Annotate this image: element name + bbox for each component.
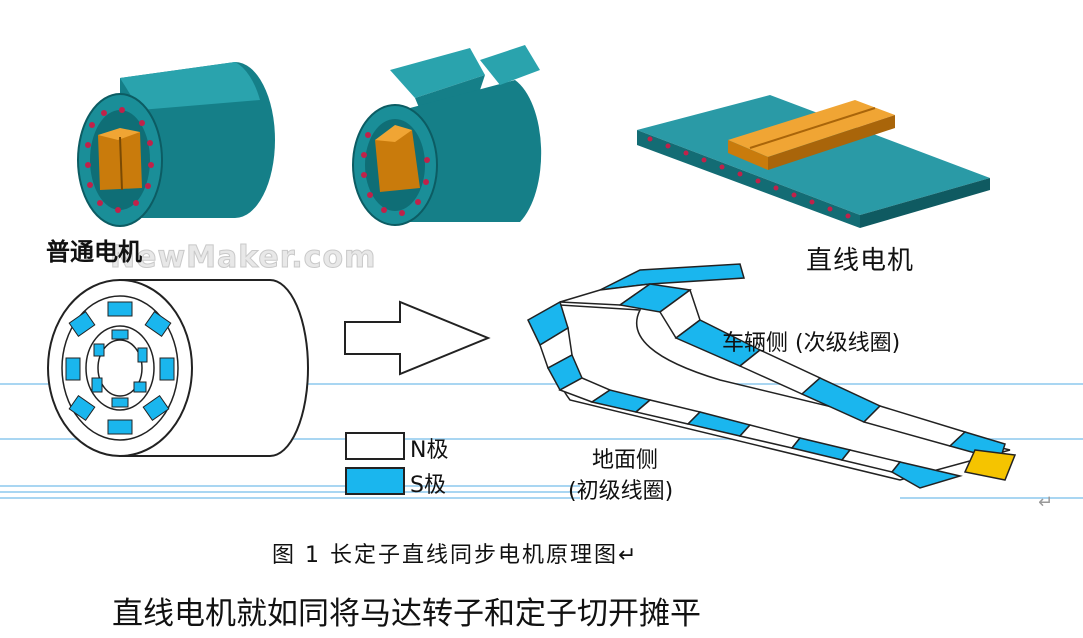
background-line	[0, 438, 1083, 440]
background-line	[0, 497, 580, 499]
label-ground-side: 地面侧	[592, 448, 659, 473]
label-vehicle-side: 车辆侧 (次级线圈)	[722, 331, 901, 356]
linear-motor-plate	[637, 95, 990, 228]
ordinary-motor-cylinder	[77, 62, 275, 227]
label-ordinary-motor: 普通电机	[46, 238, 142, 266]
unrolled-track	[527, 263, 1017, 489]
paragraph-mark: ↵	[1038, 492, 1054, 513]
legend-label-n: N极	[410, 438, 449, 463]
watermark: NewMaker.com	[109, 240, 377, 276]
legend-swatch-s	[345, 467, 405, 495]
headline: 直线电机就如同将马达转子和定子切开摊平	[112, 596, 701, 632]
background-line	[900, 497, 1083, 499]
legend-swatch-n	[345, 432, 405, 460]
label-linear-motor: 直线电机	[806, 246, 915, 276]
principle-diagram	[47, 263, 1017, 489]
legend-label-s: S极	[410, 473, 446, 498]
figure-caption: 图 1 长定子直线同步电机原理图↵	[272, 543, 639, 568]
label-ground-side-sub: (初级线圈)	[568, 479, 674, 504]
background-line	[0, 383, 1083, 385]
background-line	[0, 491, 580, 493]
background-line	[0, 485, 580, 487]
motor-illustrations	[77, 45, 990, 228]
transform-arrow	[344, 300, 491, 376]
cut-motor-cylinder	[352, 45, 542, 226]
rotor-stator-cross-section	[47, 279, 309, 457]
